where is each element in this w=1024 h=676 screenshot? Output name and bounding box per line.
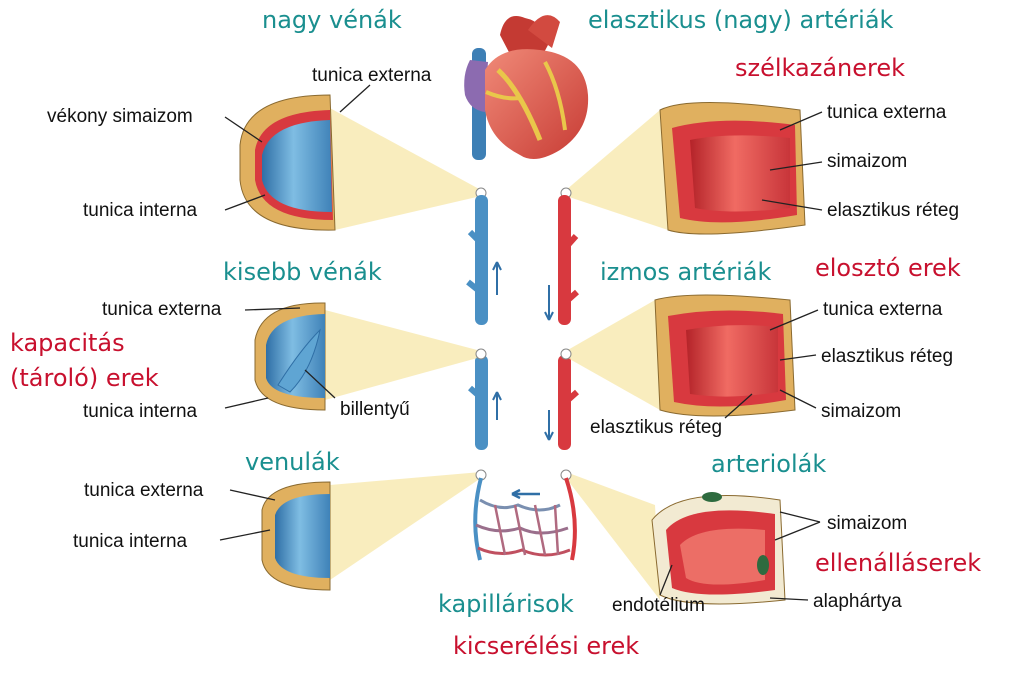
label-large-vein-externa: tunica externa xyxy=(312,65,432,86)
label-large-vein-muscle: vékony simaizom xyxy=(47,106,193,127)
muscular-artery-cross-section xyxy=(566,294,796,417)
label-muscular-elastic-outer: elasztikus réteg xyxy=(821,346,954,367)
heading-arterioles: arteriolák xyxy=(711,450,827,478)
label-valve: billentyű xyxy=(340,399,410,420)
label-venule-externa: tunica externa xyxy=(84,480,204,501)
central-vein xyxy=(466,195,502,450)
label-endothelium: endotélium xyxy=(612,595,705,616)
heading-elastic-arteries: elasztikus (nagy) artériák xyxy=(588,6,894,34)
capillary-network xyxy=(473,477,577,561)
label-muscular-externa: tunica externa xyxy=(823,299,943,320)
heading-large-veins: nagy vénák xyxy=(262,6,402,34)
function-capacity-line1: kapacitás xyxy=(10,329,125,357)
muscular-artery-zoom-point xyxy=(560,348,572,360)
arteriole-cross-section xyxy=(566,472,786,605)
function-capacity-line2: (tároló) erek xyxy=(10,364,159,392)
label-muscular-elastic-inner: elasztikus réteg xyxy=(590,417,723,438)
large-vein-cross-section xyxy=(239,94,481,231)
label-basement-membrane: alaphártya xyxy=(813,591,902,612)
heart-illustration xyxy=(464,15,589,160)
function-resistance: ellenálláserek xyxy=(815,549,982,577)
label-small-vein-interna: tunica interna xyxy=(83,401,198,422)
venule-cross-section xyxy=(261,472,481,591)
heading-venules: venulák xyxy=(245,448,340,476)
heading-muscular-arteries: izmos artériák xyxy=(600,258,772,286)
function-windkessel: szélkazánerek xyxy=(735,54,906,82)
leader-lines xyxy=(219,84,823,601)
label-venule-interna: tunica interna xyxy=(73,531,188,552)
label-arteriole-muscle: simaizom xyxy=(827,513,908,534)
small-vein-zoom-point xyxy=(475,348,487,360)
label-small-vein-externa: tunica externa xyxy=(102,299,222,320)
label-muscular-muscle: simaizom xyxy=(821,401,902,422)
elastic-artery-cross-section xyxy=(566,102,806,235)
label-elastic-externa: tunica externa xyxy=(827,102,947,123)
heading-small-veins: kisebb vénák xyxy=(223,258,382,286)
small-vein-cross-section xyxy=(254,302,481,411)
heading-capillaries: kapillárisok xyxy=(438,590,574,618)
label-elastic-muscle: simaizom xyxy=(827,151,908,172)
function-distribution: elosztó erek xyxy=(815,254,961,282)
function-exchange: kicserélési erek xyxy=(453,632,640,660)
label-large-vein-interna: tunica interna xyxy=(83,200,198,221)
central-artery xyxy=(544,195,579,450)
label-elastic-layer: elasztikus réteg xyxy=(827,200,960,221)
